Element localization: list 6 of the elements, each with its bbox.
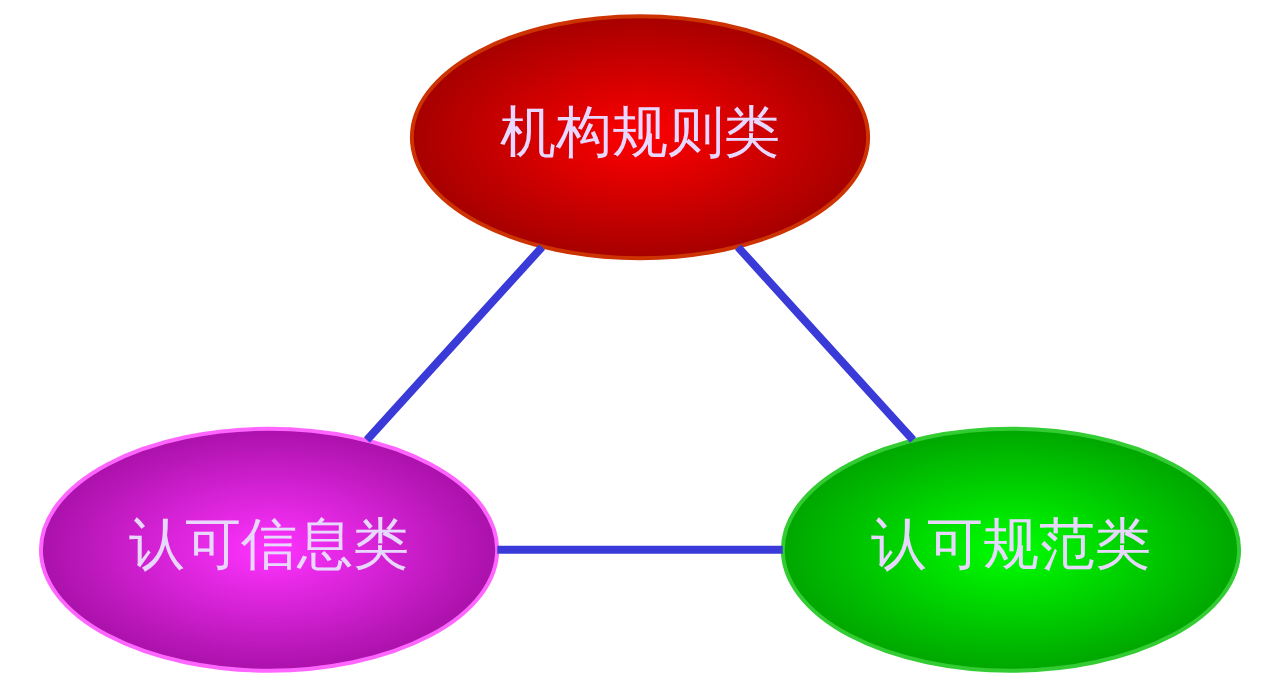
node-ellipse: 认可规范类 <box>780 426 1242 673</box>
node-ellipse: 认可信息类 <box>38 426 500 673</box>
node-ellipse: 机构规则类 <box>409 14 871 261</box>
connector <box>363 244 545 443</box>
connector <box>735 244 917 443</box>
connector <box>497 545 783 554</box>
